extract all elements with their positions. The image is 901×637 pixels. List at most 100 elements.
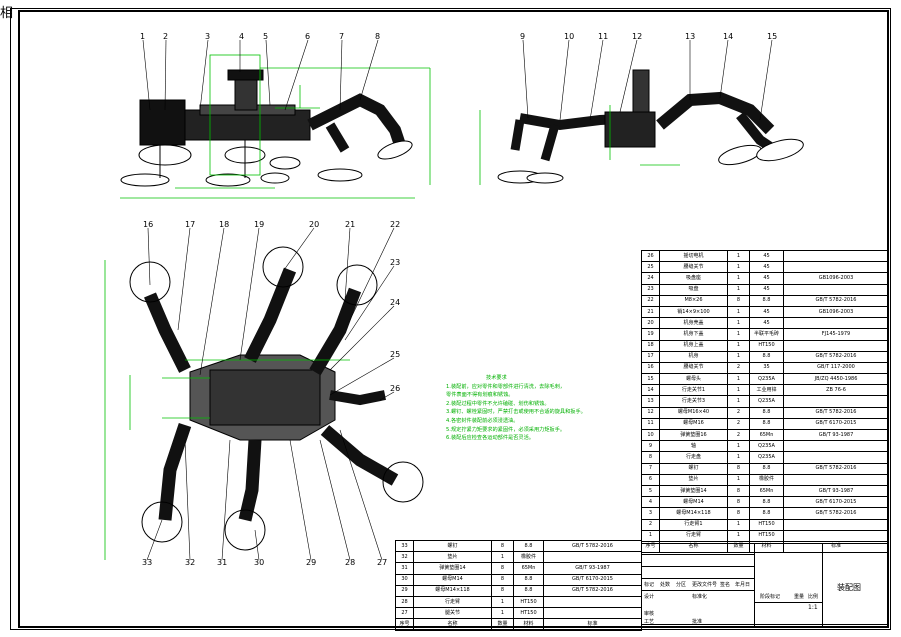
bom-cell: 橡胶件 bbox=[513, 551, 544, 564]
balloon-33: 33 bbox=[142, 558, 153, 567]
bom-cell: 33 bbox=[395, 539, 414, 553]
notes-line: 4.各密封件装配前必须浸透油。 bbox=[446, 417, 519, 424]
bom-cell: 轴 bbox=[659, 440, 728, 453]
bom-cell: Q235A bbox=[749, 451, 784, 464]
bom-cell: 8 bbox=[727, 462, 750, 475]
bom-cell: 27 bbox=[395, 607, 414, 620]
bom-cell: GB/T 5782-2016 bbox=[783, 507, 889, 520]
bom-cell bbox=[543, 595, 642, 609]
bom-cell: 21 bbox=[641, 305, 660, 319]
bom-cell: 弹簧垫圈16 bbox=[659, 428, 728, 442]
bom-cell: M8×26 bbox=[659, 294, 728, 307]
notes-line: 5.规定拧紧力矩要求的紧固件，必须采用力矩扳手。 bbox=[446, 426, 566, 433]
bom-cell: 1 bbox=[491, 595, 514, 609]
corner-label: 相 bbox=[0, 6, 14, 21]
bom-cell bbox=[783, 249, 889, 263]
bom-cell: 行走关节3 bbox=[659, 395, 728, 408]
bom-cell: Q235A bbox=[749, 373, 784, 386]
bom-header-cell: 数量 bbox=[491, 618, 514, 631]
bom-cell: 8 bbox=[491, 562, 514, 575]
bom-header-row: 序号名称数量材料标准 bbox=[395, 618, 642, 631]
bom-cell: 1 bbox=[727, 317, 750, 330]
bom-cell: Q235A bbox=[749, 395, 784, 408]
bom-cell: 机身 bbox=[659, 350, 728, 363]
tb-scale-value: 1:1 bbox=[808, 604, 818, 611]
balloon-12: 12 bbox=[632, 32, 643, 41]
bom-cell: 15 bbox=[641, 373, 660, 386]
bom-cell bbox=[543, 551, 642, 564]
bom-cell: 螺母M14×118 bbox=[413, 584, 492, 597]
bom-cell: 31 bbox=[395, 562, 414, 575]
bom-cell: GB/T 5782-2016 bbox=[783, 462, 889, 475]
bom-cell: 16 bbox=[641, 361, 660, 375]
bom-cell: 1 bbox=[727, 373, 750, 386]
technical-notes: 技术要求 1.装配前，应对零件和零部件进行清洗，去除毛刺， 零件表面不得有划痕和… bbox=[446, 374, 626, 443]
bom-cell: 1 bbox=[727, 283, 750, 296]
balloon-8: 8 bbox=[375, 32, 381, 41]
bom-cell: 20 bbox=[641, 317, 660, 330]
bom-cell: 26 bbox=[641, 249, 660, 263]
bom-cell: GB/T 93-1987 bbox=[543, 562, 642, 575]
bom-cell: 弹簧垫圈14 bbox=[413, 562, 492, 575]
bom-cell: 1 bbox=[727, 518, 750, 531]
title-block: 标记 处数 分区 更改文件号 签名 年月日 设计 标准化 阶段标记 重量 比例 … bbox=[641, 543, 888, 626]
bom-cell bbox=[783, 395, 889, 408]
bom-cell: GB/T 5782-2016 bbox=[783, 294, 889, 307]
plan-view bbox=[129, 246, 424, 551]
bom-cell: 8.8 bbox=[749, 294, 784, 307]
bom-cell bbox=[783, 473, 889, 486]
notes-line: 技术要求 bbox=[486, 375, 507, 381]
bom-cell: 17 bbox=[641, 350, 660, 363]
bom-cell: 25 bbox=[641, 261, 660, 274]
bom-cell: 机身下盖 bbox=[659, 328, 728, 341]
bom-cell: 吸盘座 bbox=[659, 272, 728, 285]
bom-cell: GB/T 117-2000 bbox=[783, 361, 889, 375]
bom-cell: HT150 bbox=[749, 518, 784, 531]
leader-lines bbox=[142, 39, 773, 561]
bom-cell: 8 bbox=[491, 539, 514, 553]
bom-cell: Q235A bbox=[749, 440, 784, 453]
bom-cell: 垫片 bbox=[413, 551, 492, 564]
bom-cell: 8.8 bbox=[513, 573, 544, 586]
bom-cell: 垫片 bbox=[659, 473, 728, 486]
bom-cell: 橡胶件 bbox=[749, 473, 784, 486]
balloon-27: 27 bbox=[377, 558, 388, 567]
bom-cell: 1 bbox=[727, 305, 750, 319]
bom-cell bbox=[783, 261, 889, 274]
bom-cell: 32 bbox=[395, 551, 414, 564]
balloon-9: 9 bbox=[520, 32, 526, 41]
bom-cell bbox=[783, 451, 889, 464]
bom-cell bbox=[783, 317, 889, 330]
tb-label-review: 审核 bbox=[644, 611, 655, 617]
tb-label-scale: 比例 bbox=[808, 594, 819, 600]
balloon-21: 21 bbox=[345, 220, 356, 229]
balloon-25: 25 bbox=[390, 350, 401, 359]
balloon-2: 2 bbox=[163, 32, 169, 41]
bom-cell: 3 bbox=[641, 507, 660, 520]
bom-cell: 8 bbox=[727, 484, 750, 498]
bom-cell: 12 bbox=[641, 406, 660, 419]
tb-label-change: 更改文件号 bbox=[692, 582, 718, 588]
bom-cell: 11 bbox=[641, 417, 660, 431]
balloon-5: 5 bbox=[263, 32, 269, 41]
bom-cell: 13 bbox=[641, 395, 660, 408]
bom-cell: GB/T 93-1987 bbox=[783, 428, 889, 442]
notes-line: 2.装配过程中零件不允许磕碰、划伤和锈蚀。 bbox=[446, 400, 550, 407]
bom-cell: 8.8 bbox=[513, 584, 544, 597]
bom-cell: 螺母M14×118 bbox=[659, 507, 728, 520]
bom-cell: 1 bbox=[727, 529, 750, 542]
bom-cell: GB/T 5782-2016 bbox=[543, 584, 642, 597]
